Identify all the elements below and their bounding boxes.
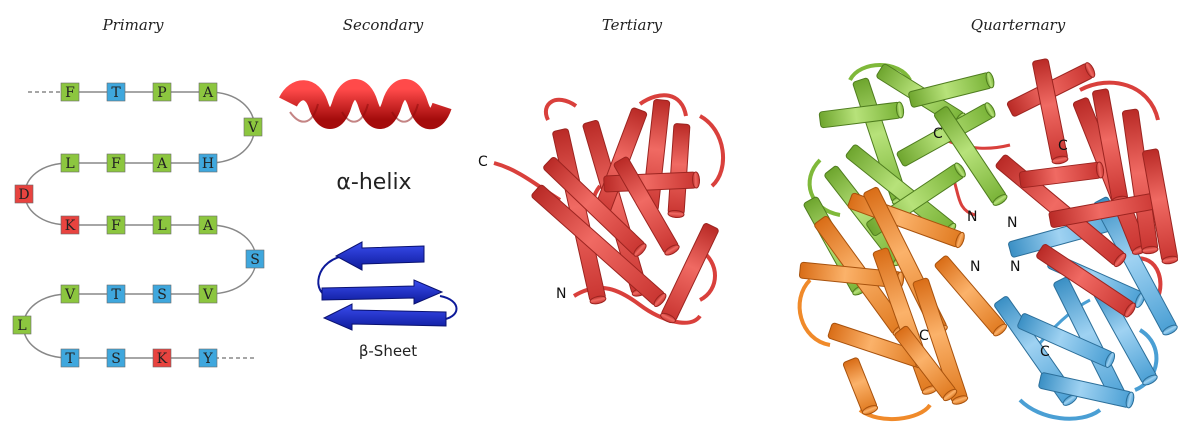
quaternary-helix-orange-8 — [843, 357, 879, 416]
residue-r2-c1: F — [111, 218, 121, 234]
quaternary-n-terminus-2: N — [1007, 215, 1017, 231]
tertiary-helix-4 — [668, 123, 690, 218]
quaternary-c-terminus-orange: C — [919, 328, 929, 344]
residue-r0-c0: F — [65, 85, 75, 101]
quaternary-n-terminus-1: N — [967, 209, 977, 225]
residue-r3-c1: T — [111, 287, 121, 303]
quaternary-structure: C C N N N N C C — [799, 58, 1178, 419]
alpha-helix-label: α-helix — [336, 170, 411, 195]
residue-r4-c0: T — [65, 351, 75, 367]
beta-sheet-label: β-Sheet — [359, 342, 417, 360]
residue-r1-c1: F — [111, 156, 121, 172]
residue-r2-c2: L — [157, 218, 166, 234]
backbone-line — [24, 92, 257, 358]
title-primary: Primary — [102, 16, 164, 34]
residue-r4-c2: K — [157, 351, 168, 367]
residue-r3-c0: V — [64, 287, 76, 303]
quaternary-helices — [799, 58, 1178, 416]
residue-r0-c1: T — [111, 85, 121, 101]
alpha-helix-ribbon — [288, 89, 442, 122]
tertiary-structure: C N — [478, 95, 723, 324]
quaternary-n-terminus-3: N — [970, 259, 980, 275]
quaternary-helix-blue-7 — [1038, 372, 1135, 408]
beta-sheet-ribbon — [318, 242, 456, 330]
tertiary-n-terminus: N — [556, 286, 566, 302]
quaternary-c-terminus-red: C — [1058, 138, 1068, 154]
residue-turn-0: V — [247, 120, 259, 136]
quaternary-helix-red-9 — [1019, 162, 1104, 188]
residue-turn-3: L — [17, 318, 26, 334]
quaternary-c-terminus-blue: C — [1040, 344, 1050, 360]
residue-r0-c2: P — [157, 85, 166, 101]
residue-r4-c3: Y — [202, 351, 213, 367]
residue-turn-1: D — [18, 187, 29, 203]
residue-r3-c3: V — [202, 287, 214, 303]
residue-r3-c2: S — [157, 287, 167, 303]
residue-r4-c1: S — [111, 351, 121, 367]
quaternary-helix-green-2 — [908, 71, 995, 107]
secondary-structure: α-helix β-Sheet — [288, 89, 457, 360]
primary-structure-chain: F T P A L F A H K F L A V T S V T S K Y V D S L — [13, 83, 264, 367]
quaternary-n-terminus-4: N — [1010, 259, 1020, 275]
tertiary-c-terminus: C — [478, 154, 488, 170]
residue-r1-c0: L — [65, 156, 74, 172]
residue-r1-c2: A — [156, 156, 168, 172]
residue-r1-c3: H — [202, 156, 214, 172]
residue-r0-c3: A — [202, 85, 214, 101]
residue-turn-2: S — [250, 252, 260, 268]
quaternary-c-terminus-green: C — [933, 126, 943, 142]
title-quaternary: Quarternary — [971, 16, 1066, 34]
residue-r2-c0: K — [65, 218, 76, 234]
title-secondary: Secondary — [343, 16, 424, 34]
residue-r2-c3: A — [202, 218, 214, 234]
title-tertiary: Tertiary — [602, 16, 663, 34]
